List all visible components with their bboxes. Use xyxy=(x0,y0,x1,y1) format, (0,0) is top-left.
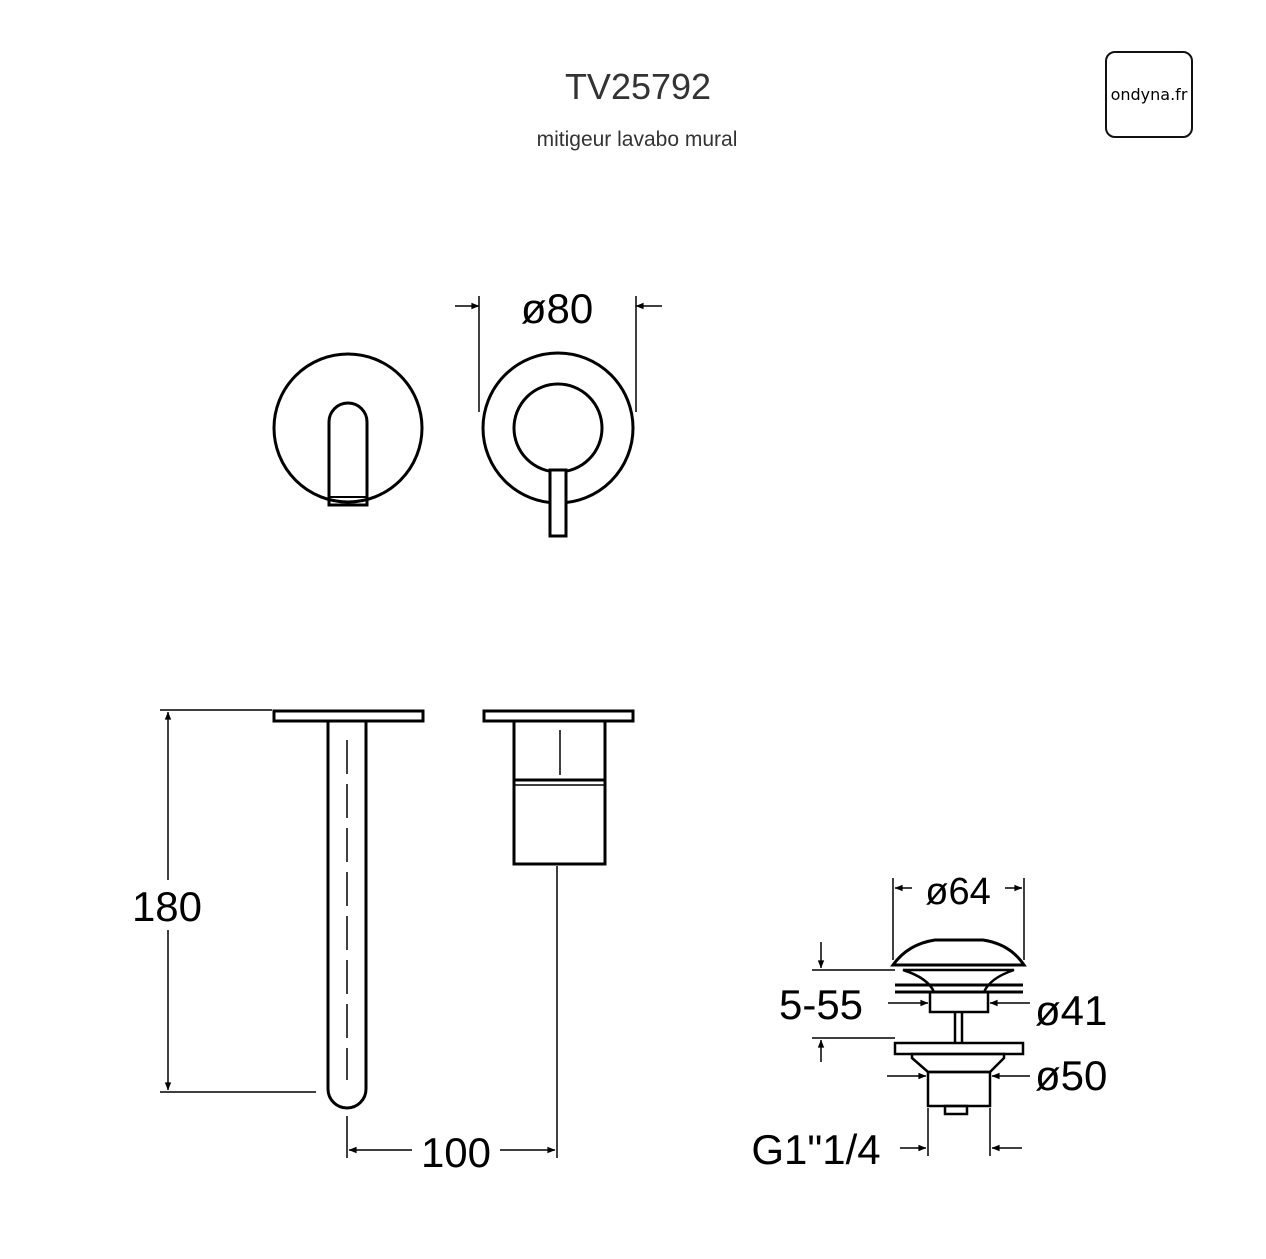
dim-height xyxy=(160,709,316,1093)
spout-outline xyxy=(327,401,369,507)
spout-plate xyxy=(272,709,425,723)
dim-waste-range xyxy=(812,942,895,1062)
front-view-mixer xyxy=(481,351,635,538)
dim-waste-thread xyxy=(900,1108,1022,1156)
label-height: 180 xyxy=(132,883,202,930)
front-view-spout xyxy=(272,352,424,507)
waste-skirt xyxy=(902,968,1015,994)
label-waste-range: 5-55 xyxy=(779,981,863,1028)
waste-nut xyxy=(943,1104,969,1116)
label-waste-body-diameter: ø41 xyxy=(1035,987,1107,1034)
waste-cap xyxy=(890,938,1027,967)
brand-logo-text: ondyna.fr xyxy=(1110,85,1188,104)
waste-assembly xyxy=(890,938,1027,1116)
side-view-mixer xyxy=(482,709,635,866)
dim-rosette-diameter xyxy=(455,296,662,412)
waste-tail xyxy=(926,1070,992,1108)
label-rosette-diameter: ø80 xyxy=(521,285,593,332)
mixer-lever xyxy=(548,468,568,538)
waste-flange xyxy=(893,1041,1025,1056)
mixer-body xyxy=(512,721,607,866)
label-waste-thread: G1"1/4 xyxy=(751,1126,880,1173)
spout-rosette xyxy=(272,352,424,504)
label-spout-projection: 100 xyxy=(421,1129,491,1176)
dim-waste-top-diameter xyxy=(892,878,1025,960)
waste-lower-body xyxy=(910,1052,1006,1074)
label-waste-flange-diameter: ø50 xyxy=(1035,1052,1107,1099)
label-waste-top-diameter: ø64 xyxy=(925,871,990,913)
model-title: TV25792 xyxy=(564,66,712,107)
spout-tube xyxy=(326,721,368,1110)
brand-logo: ondyna.fr xyxy=(1105,51,1193,138)
mixer-handle-body xyxy=(512,382,604,474)
dim-spout-projection xyxy=(346,866,558,1158)
product-description: mitigeur lavabo mural xyxy=(536,128,738,151)
waste-body xyxy=(928,990,990,1014)
side-view-spout xyxy=(272,709,425,1110)
mixer-plate xyxy=(482,709,635,723)
